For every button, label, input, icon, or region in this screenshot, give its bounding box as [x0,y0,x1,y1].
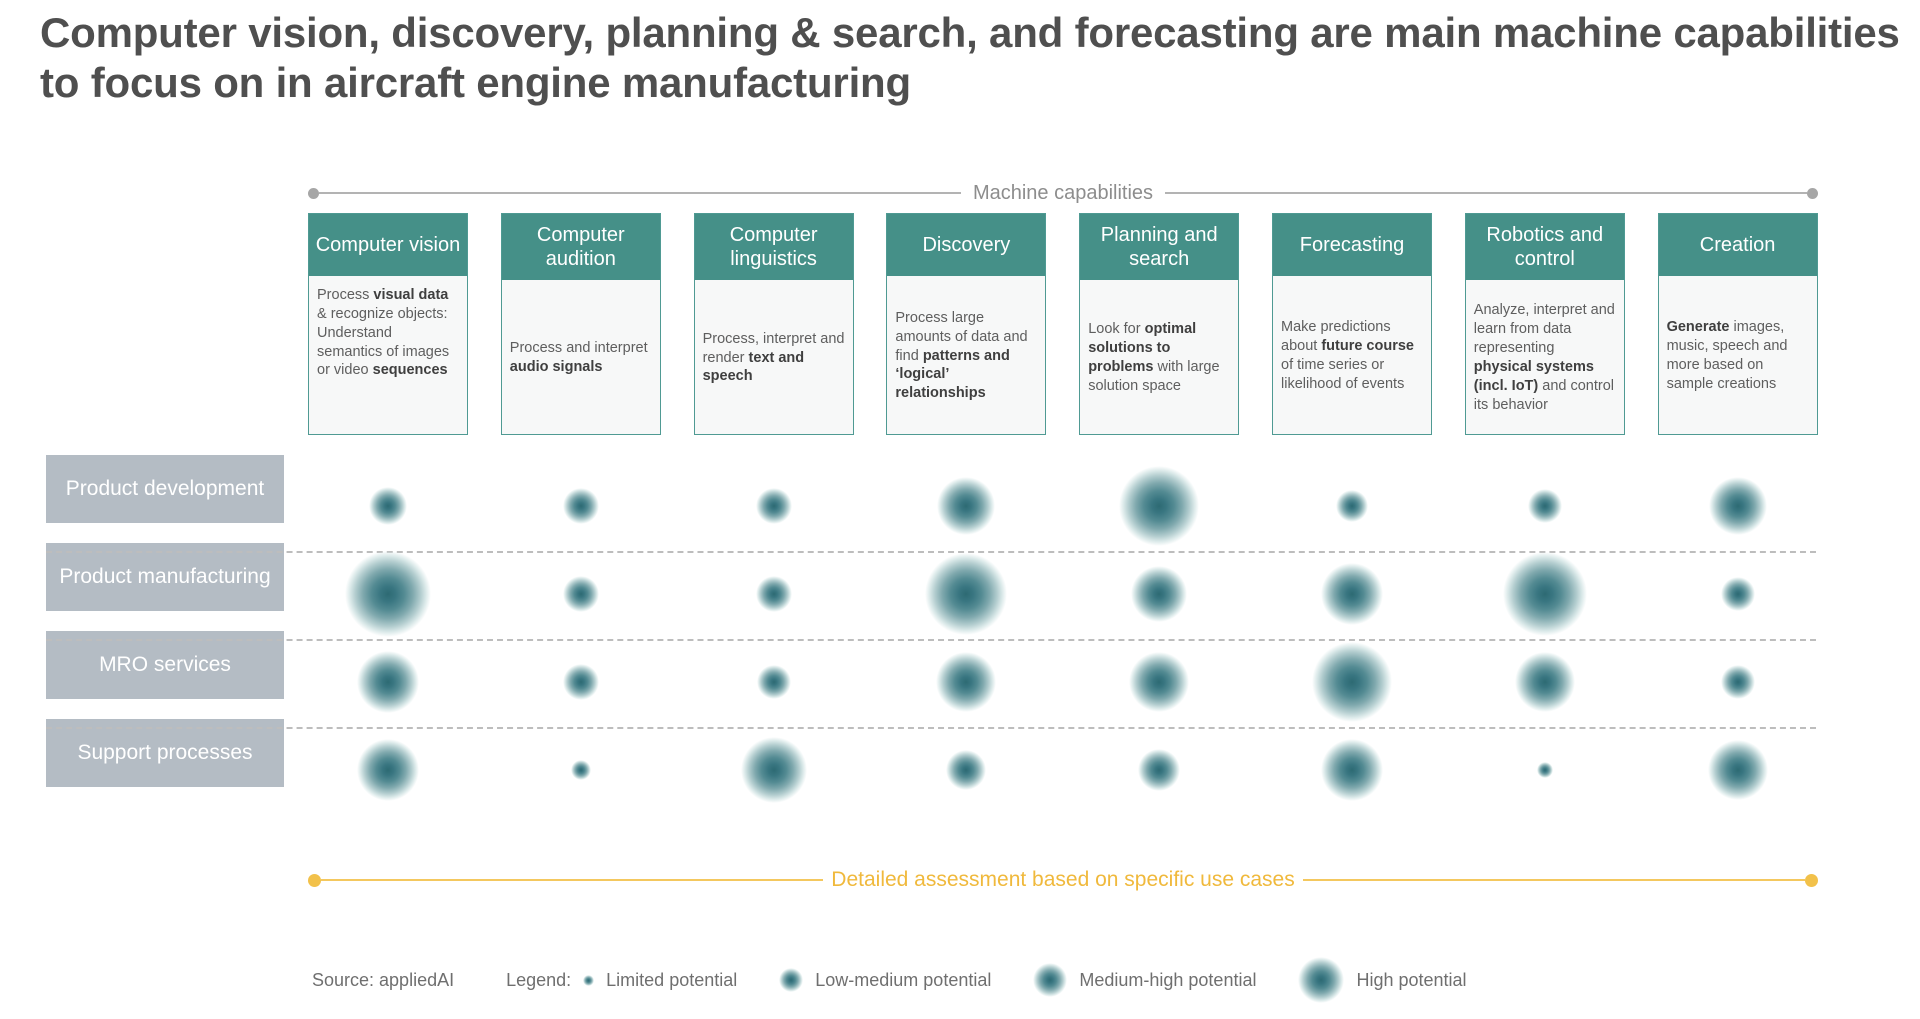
bubble-r1-c8 [1708,477,1767,535]
legend-item-1: Limited potential [583,970,737,991]
capability-card-description: Process, interpret and render text and s… [702,330,845,385]
legend-bubble-icon [583,974,595,986]
bubble-r1-c7 [1527,489,1562,523]
bracket-line-left [319,192,961,194]
bubble-r2-c5 [1131,566,1188,622]
legend-item-2: Low-medium potential [779,968,991,992]
capability-card-description: Process visual data & recognize objects:… [317,287,450,379]
bracket-line-right [1165,192,1808,194]
bubble-r4-c2 [570,760,591,780]
detailed-assessment-label: Detailed assessment based on specific us… [831,868,1295,891]
machine-capabilities-label: Machine capabilities [972,181,1154,204]
orange-right-dot-icon [1805,873,1819,887]
capability-card-description: Analyze, interpret and learn from data r… [1473,302,1615,413]
bubble-r3-c5 [1129,652,1190,712]
bubble-r1-c2 [562,488,599,524]
detailed-assessment-bracket: Detailed assessment based on specific us… [308,868,1819,891]
legend-item-list: Limited potential Low-medium potential Med… [583,957,1508,1003]
bubble-r2-c8 [1720,577,1755,611]
bubble-r2-c6 [1321,563,1383,625]
orange-left-dot-icon [308,873,321,887]
bubble-r1-c6 [1336,490,1368,522]
capability-card-description: Make predictions about future course of … [1281,319,1414,392]
bubble-r2-c4 [925,553,1008,635]
bubble-r4-c5 [1138,749,1181,791]
row-separator-2 [46,639,1816,641]
bubble-r2-c2 [562,576,599,612]
capability-card-title: Computer linguistics [694,214,853,280]
capability-card-description: Process large amounts of data and find p… [895,309,1028,402]
bubble-r4-c7 [1536,762,1553,778]
capability-card-title: Discovery [887,214,1046,276]
bubble-r2-c7 [1502,552,1587,636]
legend-label: Legend: [506,969,572,990]
page-title: Computer vision, discovery, planning & s… [40,9,1900,106]
bubble-r4-c6 [1321,739,1383,801]
capability-card-description: Generate images, music, speech and more … [1666,319,1788,392]
legend-item-3: Medium-high potential [1033,963,1256,997]
capability-card-title: Computer audition [501,214,660,280]
bubble-r4-c4 [946,750,987,790]
row-label-3[interactable]: MRO services [46,631,284,699]
row-label-4[interactable]: Support processes [46,719,284,787]
legend-item-label: Limited potential [606,969,738,990]
machine-capabilities-bracket: Machine capabilities [308,182,1819,204]
capability-card-title: Robotics and control [1465,214,1624,280]
bubble-r4-c8 [1707,740,1768,800]
row-label-1[interactable]: Product development [46,455,284,523]
row-label-2[interactable]: Product manufacturing [46,543,284,611]
bubble-r3-c6 [1312,642,1392,722]
bubble-r1-c4 [937,477,996,535]
bubble-r3-c7 [1514,652,1575,712]
capability-card-title: Forecasting [1273,214,1431,276]
legend-bubble-icon [779,968,804,992]
legend-item-4: High potential [1298,957,1467,1003]
legend-bubble-icon [1298,957,1345,1003]
row-separator-1 [46,551,1816,553]
bubble-r3-c4 [936,652,997,712]
bracket-left-dot-icon [308,187,319,199]
bracket-right-dot-icon [1807,187,1819,199]
source-text: Source: appliedAI [312,969,455,990]
legend-item-label: Low-medium potential [815,969,992,990]
bubble-r4-c3 [740,737,807,803]
capability-card-description: Process and interpret audio signals [509,340,648,375]
bubble-r2-c3 [755,576,792,612]
capability-card-title: Creation [1658,214,1817,276]
bubble-r3-c8 [1720,665,1755,699]
bubble-r3-c3 [756,665,791,699]
capability-card-description: Look for optimal solutions to problems w… [1088,321,1220,394]
bubble-r1-c5 [1119,466,1200,546]
capability-card-title: Planning and search [1080,214,1239,280]
footer-legend: Source: appliedAI Legend: Limited potent… [312,957,1812,1003]
bubble-r3-c2 [562,664,599,700]
bubble-r4-c1 [357,739,419,801]
capability-card-title: Computer vision [309,214,467,276]
legend-item-label: Medium-high potential [1079,969,1257,990]
row-separator-3 [46,727,1816,729]
bubble-r3-c1 [357,651,419,713]
orange-line-left [321,879,824,881]
orange-line-right [1302,879,1806,881]
legend-item-label: High potential [1356,969,1467,990]
bubble-r1-c3 [755,488,792,524]
legend-bubble-icon [1033,963,1068,997]
bubble-r1-c1 [369,487,407,525]
bubble-r2-c1 [345,551,431,637]
